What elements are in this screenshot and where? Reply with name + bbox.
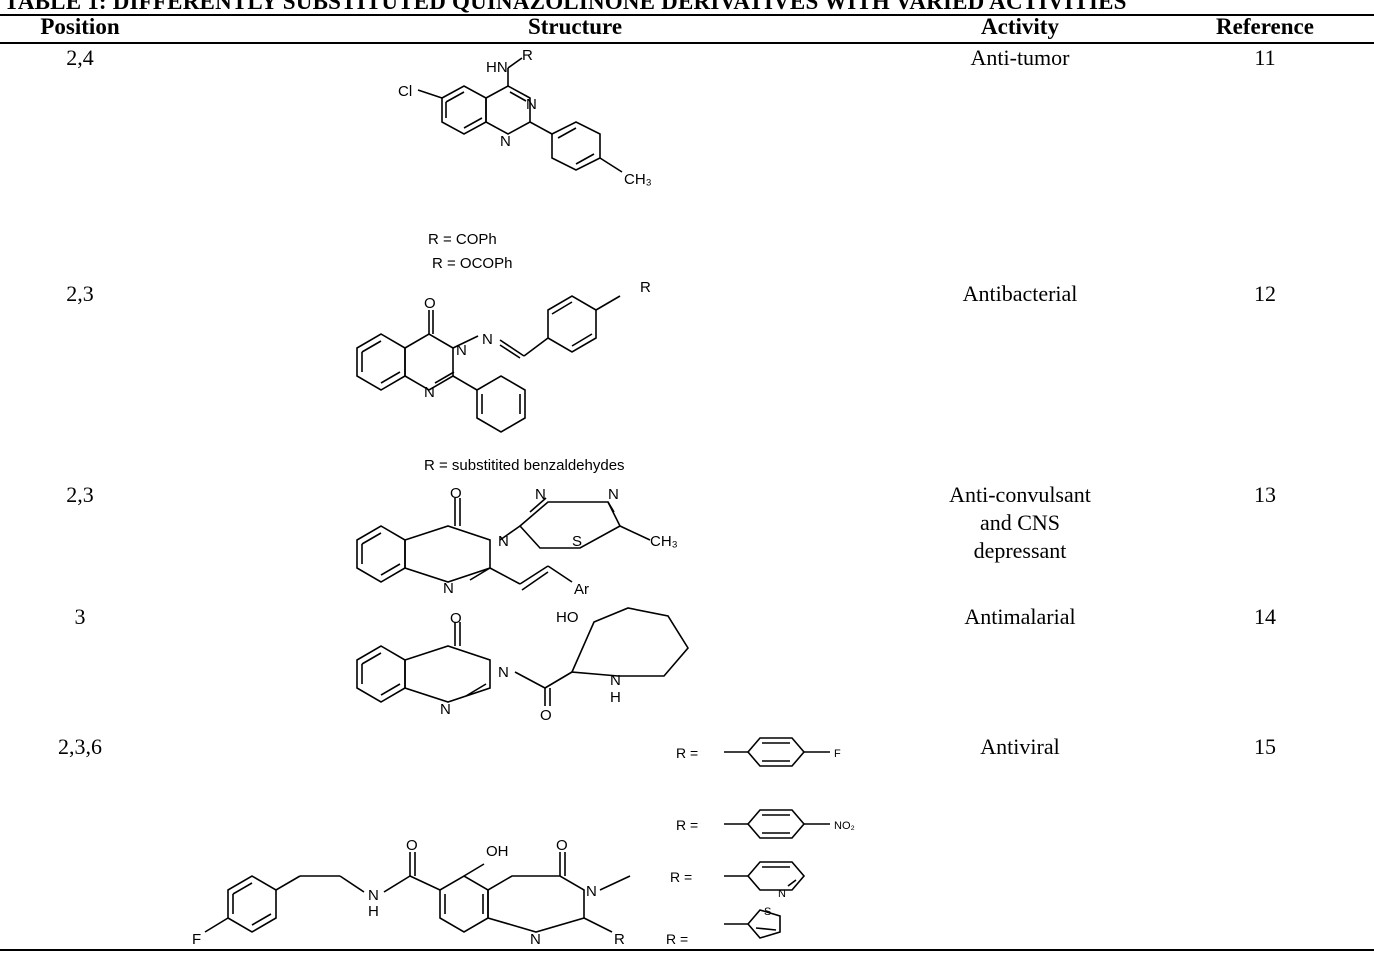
phenyl-ring — [547, 295, 597, 353]
table-bottom-rule — [0, 949, 1374, 951]
piperidine-ring — [570, 607, 689, 677]
label-ho: HO — [556, 609, 579, 626]
label-n: N — [456, 342, 467, 359]
pyridine-ring — [746, 861, 806, 891]
label-n: N — [498, 533, 509, 550]
table-title: TABLE 1: DIFFERENTLY SUBSTITUTED QUINAZO… — [4, 0, 1127, 14]
label-r-def: R = OCOPh — [432, 255, 512, 272]
label-n: N — [482, 331, 493, 348]
label-o: O — [450, 485, 462, 502]
label-ar: Ar — [574, 581, 589, 598]
label-o: O — [424, 295, 436, 312]
label-r-eq: R = — [676, 817, 698, 833]
label-r: R — [640, 279, 651, 296]
row1-position: 2,4 — [66, 45, 94, 70]
activity-line: and CNS — [979, 510, 1061, 535]
label-oh: OH — [486, 843, 509, 860]
label-ch3: CH₃ — [650, 533, 678, 550]
label-r: R — [522, 47, 533, 64]
table-top-rule — [0, 14, 1374, 16]
label-o: O — [406, 837, 418, 854]
label-r-def: R = COPh — [428, 231, 497, 248]
pyrimidinone-ring — [404, 333, 454, 391]
label-n: N — [440, 701, 451, 718]
row2-reference: 12 — [1254, 281, 1276, 306]
header-activity: Activity — [981, 14, 1059, 39]
row5-reference: 15 — [1254, 734, 1276, 759]
label-n: N — [443, 580, 454, 597]
row1-activity: Anti-tumor — [970, 45, 1070, 70]
label-n: N — [368, 887, 379, 904]
benzene-ring — [356, 525, 406, 583]
label-n: N — [535, 486, 546, 503]
row4-activity: Antimalarial — [964, 604, 1076, 629]
label-n: N — [608, 486, 619, 503]
row2-activity: Antibacterial — [962, 281, 1078, 306]
label-s: S — [764, 906, 771, 918]
label-r-eq: R = — [670, 869, 692, 885]
table-header-rule — [0, 42, 1374, 44]
row4-reference: 14 — [1254, 604, 1276, 629]
header-position: Position — [40, 14, 120, 39]
label-f: F — [834, 748, 841, 760]
row1-reference: 11 — [1254, 45, 1276, 70]
header-reference: Reference — [1216, 14, 1314, 39]
row3-position: 2,3 — [66, 482, 94, 507]
structure-row1: HN R Cl N N CH₃ R = COPh R = OCOPh — [398, 47, 652, 272]
phenyl-ring — [476, 375, 526, 433]
benzene-ring — [356, 645, 406, 703]
label-n: N — [610, 672, 621, 689]
row5-activity: Antiviral — [980, 734, 1060, 759]
label-n: N — [424, 384, 435, 401]
pyrimidine-ring — [485, 85, 531, 135]
label-n: N — [530, 931, 541, 948]
row5-position: 2,3,6 — [58, 734, 102, 759]
benzene-ring — [439, 875, 489, 933]
label-n: N — [586, 883, 597, 900]
structure-row4: O N N HO N H O — [356, 607, 689, 724]
label-s: S — [572, 533, 582, 550]
label-r-def: R = substitited benzaldehydes — [424, 457, 625, 474]
pyrimidinone-ring — [404, 525, 491, 583]
label-o: O — [540, 707, 552, 724]
label-cl: Cl — [398, 83, 412, 100]
label-h: H — [610, 689, 621, 706]
benzene-ring — [441, 85, 487, 135]
structure-row2: O N N N R R = substitited benzaldehydes — [356, 279, 651, 474]
label-h: H — [368, 903, 379, 920]
label-r-eq: R = — [666, 931, 688, 947]
structure-row5: F N H O OH O N N R R = — [192, 737, 855, 948]
structure-row3: O N N N N S CH₃ Ar — [356, 485, 678, 598]
label-hn: HN — [486, 59, 508, 76]
label-n: N — [526, 96, 537, 113]
benzene-ring — [356, 333, 406, 391]
tolyl-ring — [551, 121, 601, 171]
label-ch3: CH₃ — [624, 171, 652, 188]
label-r: R — [614, 931, 625, 948]
label-no2: NO₂ — [834, 820, 855, 832]
label-o: O — [450, 610, 462, 627]
activity-line: Anti-convulsant — [949, 482, 1091, 507]
row4-position: 3 — [74, 604, 86, 629]
label-n: N — [778, 888, 786, 900]
label-r-eq: R = — [676, 745, 698, 761]
row3-activity: Anti-convulsant and CNS depressant — [905, 481, 1135, 565]
label-o: O — [556, 837, 568, 854]
header-structure: Structure — [527, 14, 623, 39]
thiadiazole-ring — [518, 501, 622, 549]
fluorophenyl-ring — [227, 875, 277, 933]
r-substituent-list: R = F R = NO₂ R = N R = S — [666, 737, 855, 947]
activity-line: depressant — [973, 538, 1067, 563]
label-f: F — [192, 931, 201, 948]
row2-position: 2,3 — [66, 281, 94, 306]
row3-reference: 13 — [1254, 482, 1276, 507]
thiophene-ring — [746, 909, 781, 939]
label-n: N — [500, 133, 511, 150]
label-n: N — [498, 664, 509, 681]
pyrimidinone-ring — [404, 645, 491, 703]
pyrimidinone-ring — [487, 875, 585, 933]
